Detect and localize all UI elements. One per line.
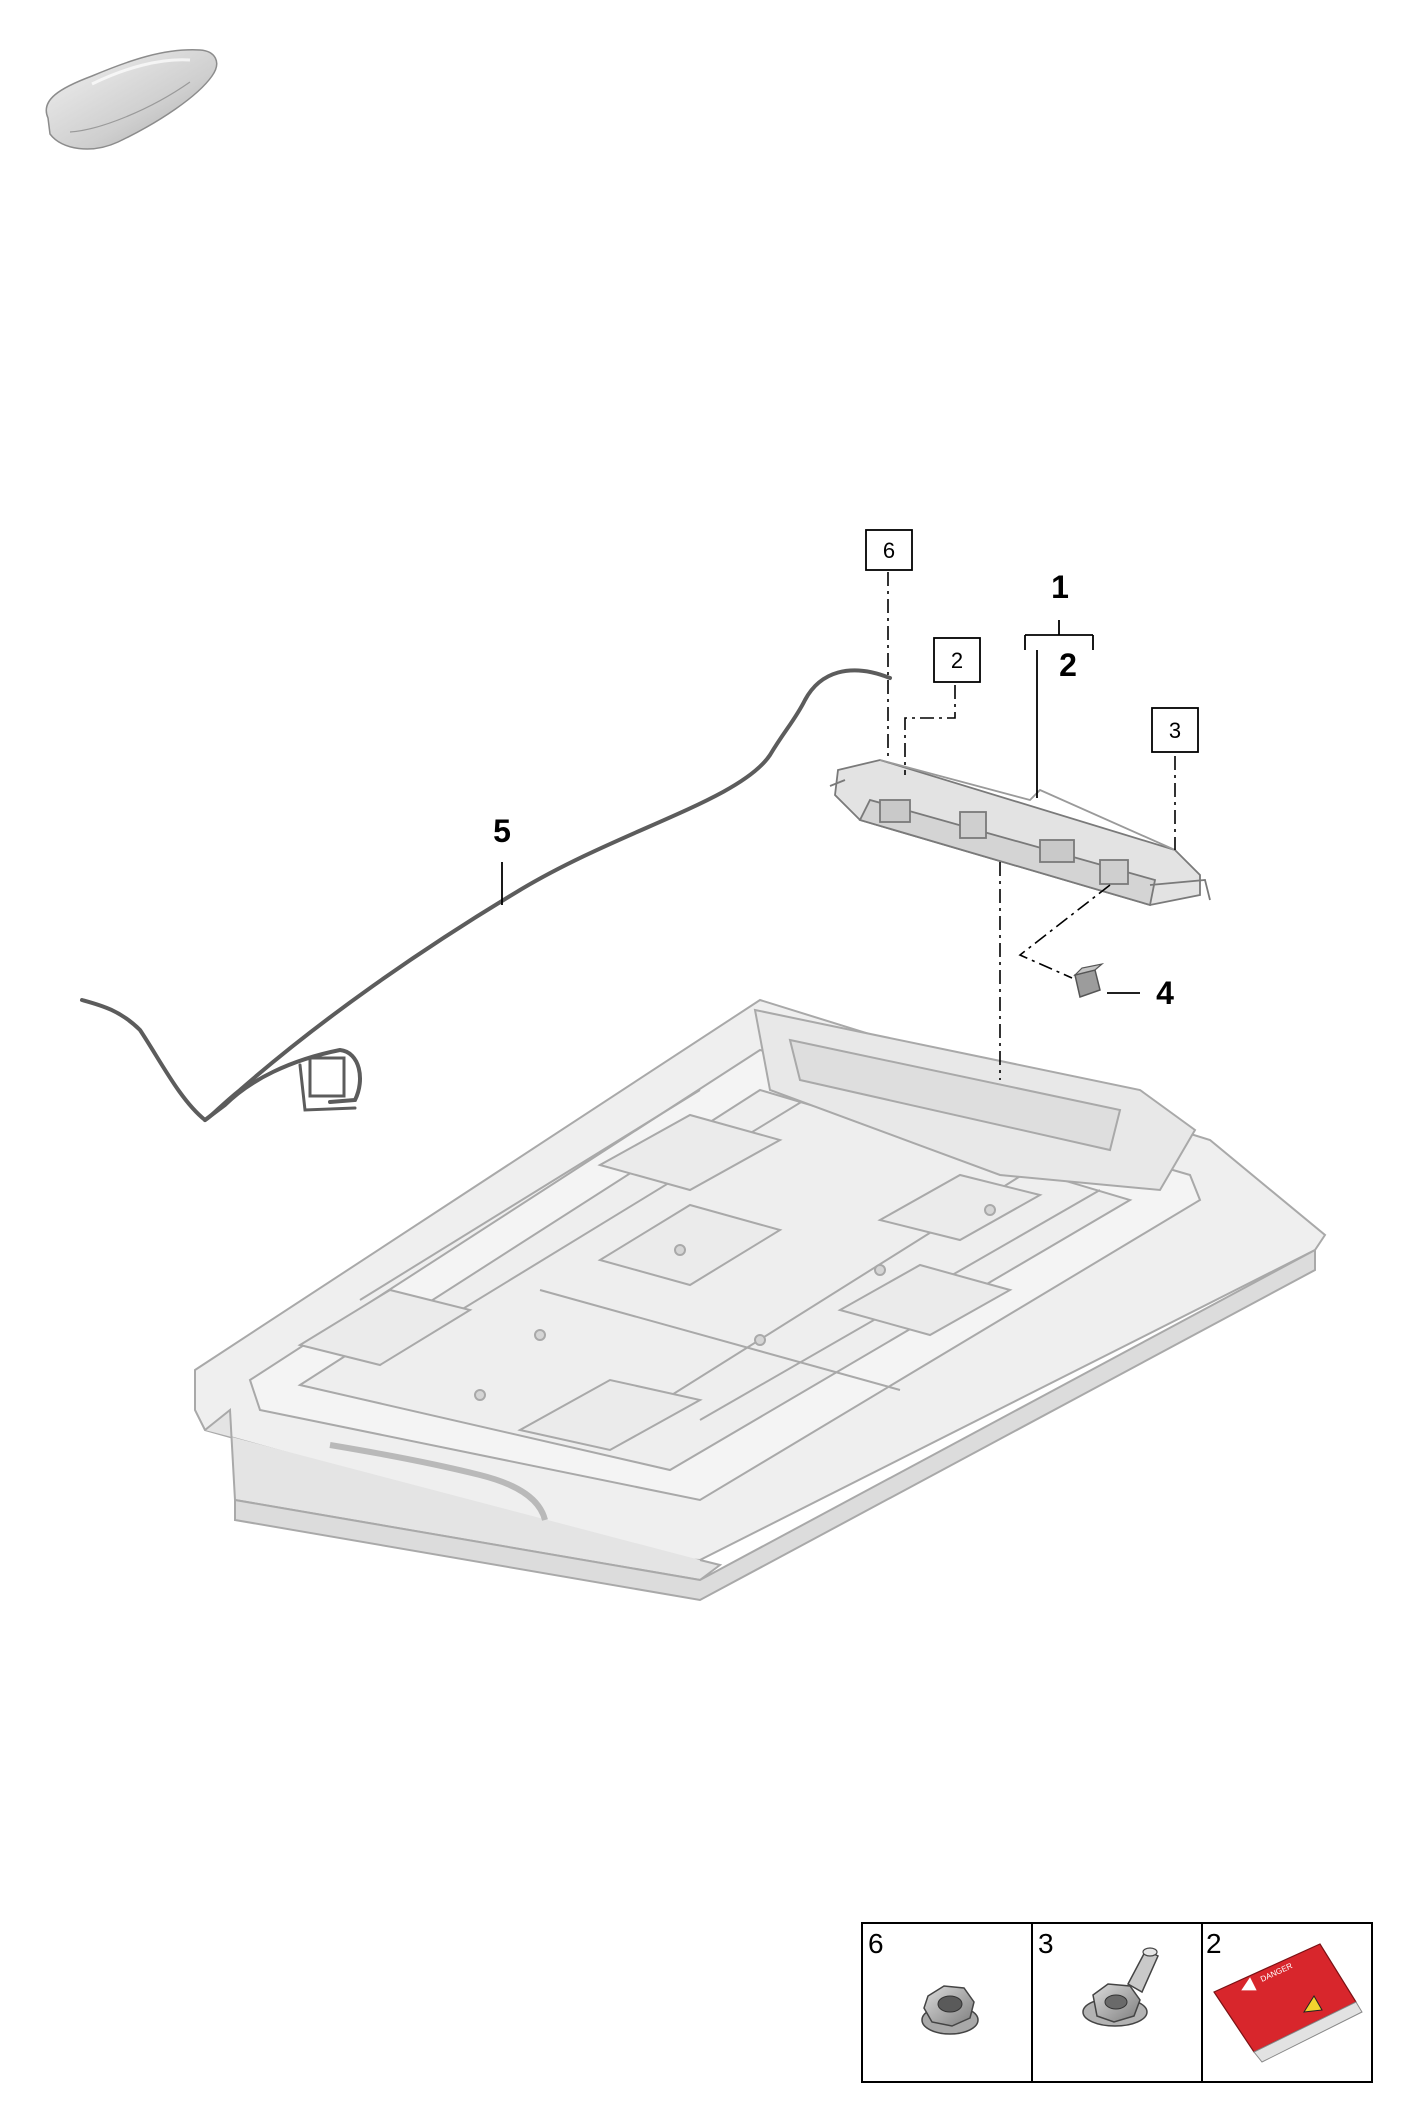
wiring-harness [80, 668, 892, 1122]
callout-4: 4 [1156, 975, 1174, 1011]
legend-number: 6 [868, 1928, 884, 1959]
dash-dot-lines [887, 572, 1176, 1080]
legend-number: 2 [1206, 1928, 1222, 1959]
legend-cell-bolt: 3 [1038, 1928, 1159, 2027]
callout-2: 2 [1059, 647, 1077, 683]
callout-1: 1 [1051, 569, 1069, 605]
legend-cell-label: 2 DANGER [1206, 1928, 1363, 2063]
cap-part [1073, 962, 1105, 998]
control-unit-assembly [829, 759, 1211, 907]
bolt-icon [1082, 1947, 1159, 2027]
callout-5: 5 [493, 813, 511, 849]
legend-cell-nut: 6 [868, 1928, 979, 2035]
vehicle-thumbnail [45, 49, 218, 150]
warning-label-icon: DANGER [1213, 1943, 1363, 2063]
legend-table: 6 3 2 DANGER [861, 1922, 1373, 2083]
flange-nut-icon [921, 1985, 979, 2035]
svg-text:6: 6 [883, 538, 895, 563]
svg-text:3: 3 [1169, 718, 1181, 743]
battery-tray [194, 998, 1327, 1602]
legend-number: 3 [1038, 1928, 1054, 1959]
boxed-ref-3: 3 [1151, 707, 1199, 753]
svg-text:2: 2 [951, 648, 963, 673]
leader-lines [501, 620, 1140, 994]
boxed-ref-2: 2 [933, 637, 981, 683]
boxed-ref-6: 6 [865, 529, 913, 571]
